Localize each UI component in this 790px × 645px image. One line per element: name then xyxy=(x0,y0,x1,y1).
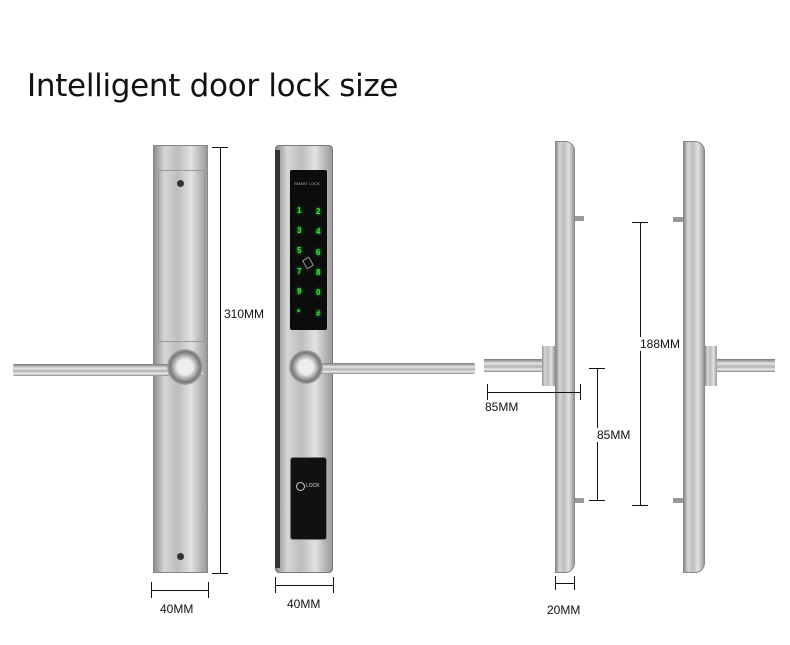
handle-side xyxy=(705,359,775,372)
screw-icon xyxy=(177,180,184,187)
width-dimension-line xyxy=(275,585,334,586)
key-8[interactable]: 8 xyxy=(316,268,321,277)
key-7[interactable]: 7 xyxy=(297,267,302,276)
keypad-panel: SMART LOCK 1 2 3 4 5 6 7 8 9 0 * # xyxy=(290,170,327,330)
dimension-tick xyxy=(212,147,228,148)
width-dimension-line xyxy=(151,590,209,591)
keypad-brand: SMART LOCK xyxy=(294,181,320,186)
mounting-pin xyxy=(673,217,683,222)
dimension-tick xyxy=(487,384,488,400)
dimension-tick xyxy=(632,505,648,506)
rosette xyxy=(289,350,323,384)
key-5[interactable]: 5 xyxy=(297,246,302,255)
card-reader-label: LOCK xyxy=(306,483,320,489)
handle-length-label: 85MM xyxy=(485,400,519,414)
handle-length-dimension xyxy=(487,392,580,393)
side-thickness-label: 20MM xyxy=(547,603,581,617)
side-strip xyxy=(275,150,280,568)
side-plate xyxy=(555,141,575,573)
pin-spacing-label: 188MM xyxy=(640,337,681,351)
lever-handle xyxy=(300,363,475,374)
key-3[interactable]: 3 xyxy=(297,226,302,235)
key-4[interactable]: 4 xyxy=(316,227,321,236)
key-6[interactable]: 6 xyxy=(316,248,321,257)
rosette-side xyxy=(542,346,555,386)
dimension-tick xyxy=(589,368,605,369)
dimension-tick xyxy=(580,384,581,400)
mounting-pin xyxy=(673,498,683,503)
side-plate xyxy=(683,141,705,573)
card-reader-panel: LOCK xyxy=(290,457,327,540)
screw-icon xyxy=(177,553,184,560)
dimension-tick xyxy=(208,582,209,598)
key-0[interactable]: 0 xyxy=(316,288,321,297)
back-plate-cover xyxy=(158,170,205,342)
dimension-tick xyxy=(333,577,334,593)
front-width-left-label: 40MM xyxy=(160,602,194,616)
rosette xyxy=(167,349,203,385)
card-sensor-icon xyxy=(302,256,314,270)
dimension-tick xyxy=(574,576,575,590)
key-2[interactable]: 2 xyxy=(316,207,321,216)
height-dimension-line xyxy=(220,147,221,573)
front-height-label: 310MM xyxy=(224,307,265,321)
page-title: Intelligent door lock size xyxy=(27,68,399,104)
dimension-tick xyxy=(151,582,152,598)
rfid-icon xyxy=(296,482,305,491)
key-hash[interactable]: # xyxy=(316,309,321,318)
handle-side xyxy=(484,359,555,372)
key-1[interactable]: 1 xyxy=(297,206,302,215)
mounting-pin xyxy=(575,498,584,503)
pin-spacing-dimension xyxy=(640,222,641,505)
dimension-tick xyxy=(632,222,648,223)
dimension-tick xyxy=(589,500,605,501)
front-width-right-label: 40MM xyxy=(287,597,321,611)
mounting-pin xyxy=(575,216,584,221)
rosette-side xyxy=(705,346,717,386)
thickness-dimension xyxy=(555,583,575,584)
dimension-tick xyxy=(555,576,556,590)
key-9[interactable]: 9 xyxy=(297,287,302,296)
spindle-height-label: 85MM xyxy=(597,428,631,442)
dimension-tick xyxy=(275,577,276,593)
lever-handle xyxy=(13,364,203,376)
dimension-tick xyxy=(212,573,228,574)
key-star[interactable]: * xyxy=(297,308,301,317)
